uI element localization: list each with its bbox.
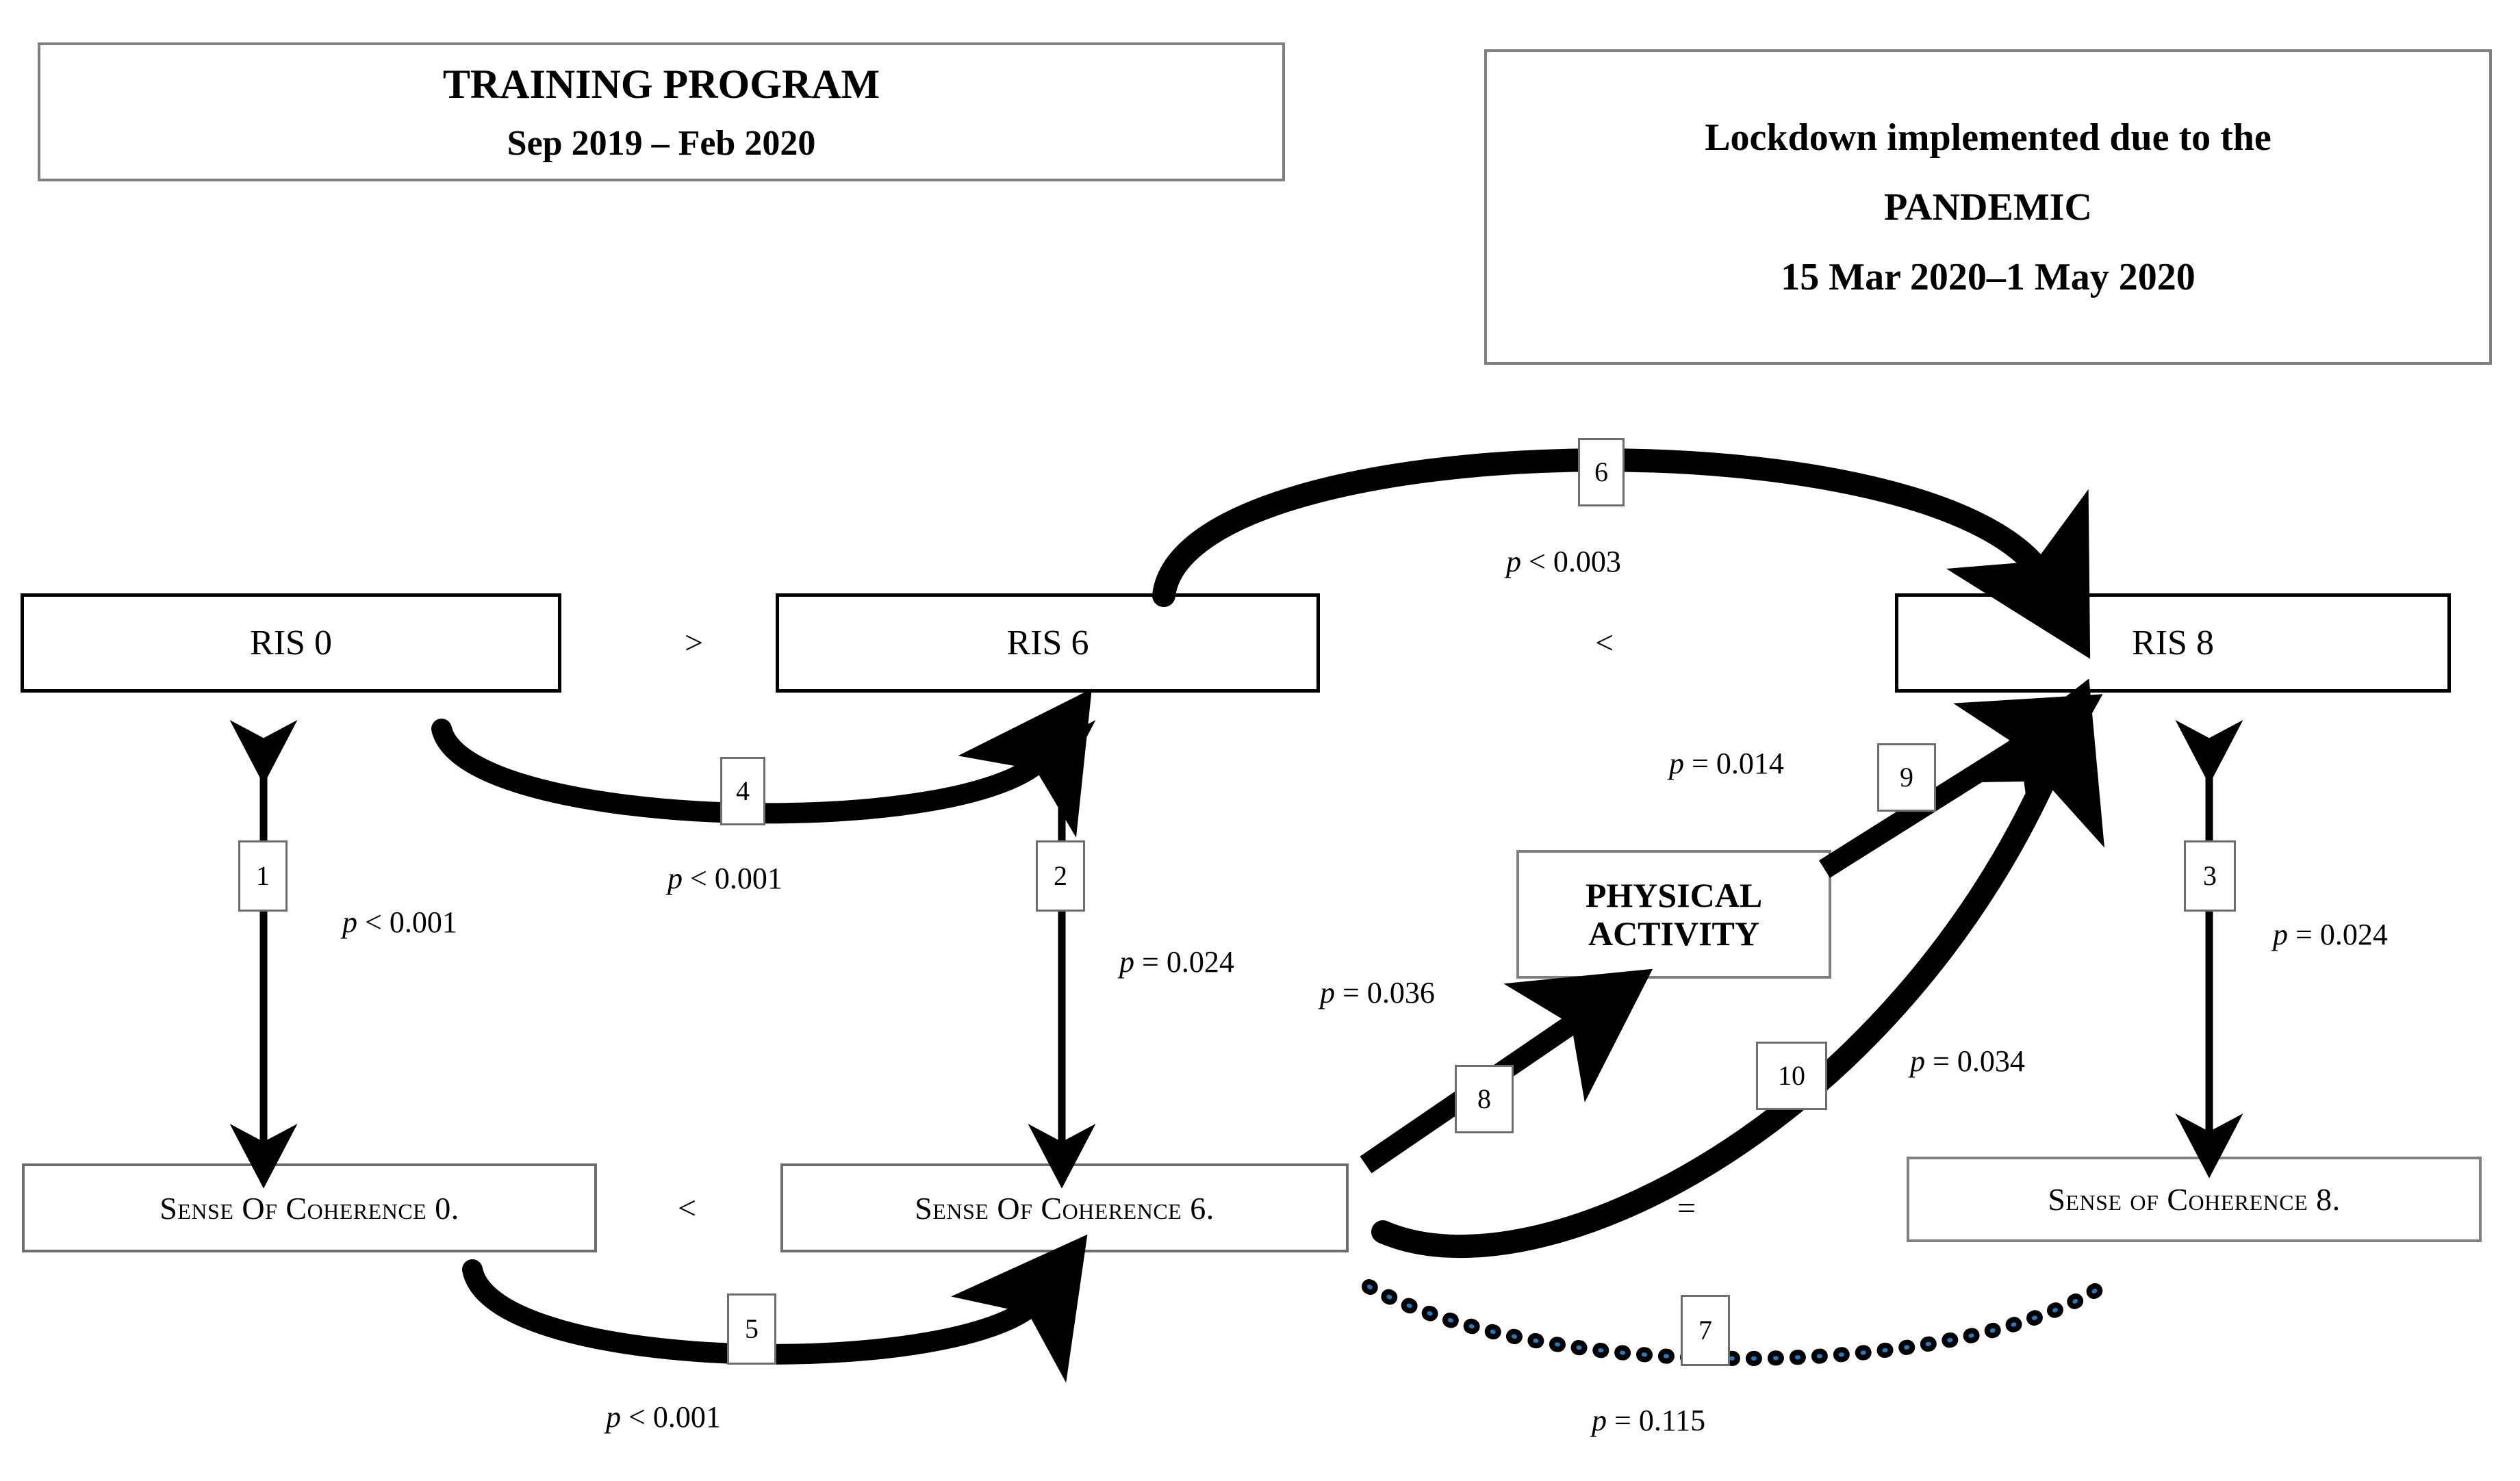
training-program-period: Sep 2019 – Feb 2020 <box>507 123 816 163</box>
edge-chip-5: 5 <box>727 1293 776 1365</box>
edge-chip-3-label: 3 <box>2203 860 2217 891</box>
edge-chip-3: 3 <box>2184 840 2236 912</box>
edge-chip-4-label: 4 <box>736 775 750 806</box>
node-soc0: Sense Of Coherence 0. <box>22 1163 597 1252</box>
node-ris8-label: RIS 8 <box>2132 623 2214 662</box>
edge-5-p-value: p < 0.001 <box>606 1400 721 1434</box>
edge-chip-7: 7 <box>1681 1295 1730 1366</box>
node-ris6: RIS 6 <box>776 593 1320 693</box>
lockdown-line-2: PANDEMIC <box>1884 185 2092 229</box>
edge-3-p-value: p = 0.024 <box>2273 918 2388 951</box>
edge-chip-5-label: 5 <box>745 1313 759 1344</box>
physical-activity-line-2: ACTIVITY <box>1588 914 1760 953</box>
edge-chip-8-label: 8 <box>1477 1083 1491 1114</box>
edge-6-p-value: p < 0.003 <box>1506 545 1621 578</box>
node-soc6-label: Sense Of Coherence 6. <box>915 1190 1214 1226</box>
node-physical-activity: PHYSICAL ACTIVITY <box>1516 850 1831 979</box>
physical-activity-line-1: PHYSICAL <box>1585 876 1763 914</box>
node-soc6: Sense Of Coherence 6. <box>780 1163 1349 1252</box>
node-ris6-label: RIS 6 <box>1006 623 1089 662</box>
edge-8-p-value: p = 0.036 <box>1320 976 1435 1009</box>
edge-chip-2: 2 <box>1036 840 1085 912</box>
comparator-ris0-ris6: > <box>685 625 704 661</box>
edge-chip-9-label: 9 <box>1900 762 1913 793</box>
edge-7-p-value: p = 0.115 <box>1592 1404 1706 1437</box>
edge-chip-9: 9 <box>1877 743 1936 812</box>
comparator-ris6-ris8: < <box>1595 625 1614 661</box>
edge-4-p-value: p < 0.001 <box>667 862 782 895</box>
training-program-title: TRAINING PROGRAM <box>442 61 880 107</box>
node-soc8-label: Sense of Coherence 8. <box>2048 1182 2341 1217</box>
edge-chip-2-label: 2 <box>1054 860 1067 891</box>
edge-chip-4: 4 <box>720 757 765 825</box>
edge-chip-10-label: 10 <box>1778 1060 1805 1091</box>
edge-chip-7-label: 7 <box>1698 1315 1712 1345</box>
edge-1-p-value: p < 0.001 <box>342 905 457 939</box>
edge-chip-10: 10 <box>1756 1042 1827 1110</box>
node-ris8: RIS 8 <box>1895 593 2451 693</box>
edge-chip-6-label: 6 <box>1594 456 1608 487</box>
node-ris0: RIS 0 <box>21 593 561 693</box>
edge-chip-6: 6 <box>1578 438 1625 506</box>
edge-2-p-value: p = 0.024 <box>1119 945 1234 979</box>
lockdown-line-1: Lockdown implemented due to the <box>1705 116 2271 159</box>
node-ris0-label: RIS 0 <box>250 623 332 662</box>
training-program-box: TRAINING PROGRAM Sep 2019 – Feb 2020 <box>38 42 1285 181</box>
edge-7-connector <box>1362 1279 2109 1366</box>
edge-10-p-value: p = 0.034 <box>1910 1044 2025 1078</box>
comparator-soc6-soc8: = <box>1677 1190 1696 1226</box>
edge-9-p-value: p = 0.014 <box>1669 747 1784 780</box>
edge-chip-1: 1 <box>238 840 288 912</box>
edge-chip-8: 8 <box>1455 1065 1514 1133</box>
node-soc0-label: Sense Of Coherence 0. <box>160 1190 459 1226</box>
edge-chip-1-label: 1 <box>256 860 270 891</box>
node-soc8: Sense of Coherence 8. <box>1907 1157 2482 1242</box>
comparator-soc0-soc6: < <box>678 1190 697 1226</box>
lockdown-box: Lockdown implemented due to the PANDEMIC… <box>1484 49 2492 365</box>
lockdown-line-3: 15 Mar 2020–1 May 2020 <box>1781 255 2196 298</box>
